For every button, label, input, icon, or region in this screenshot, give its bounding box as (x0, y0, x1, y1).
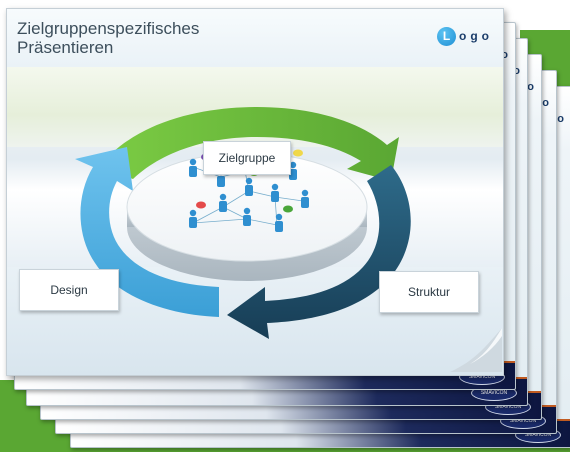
label-design: Design (19, 269, 119, 311)
cycle-diagram (75, 107, 411, 339)
speech-bubble-icon (196, 201, 206, 209)
label-struktur: Struktur (379, 271, 479, 313)
person-icon (289, 161, 297, 180)
person-icon (243, 207, 251, 226)
person-icon (245, 177, 253, 196)
person-icon (271, 183, 279, 202)
speech-bubble-icon (293, 149, 303, 157)
logo-text: ogo (459, 29, 493, 43)
page-curl (450, 328, 502, 372)
person-icon (301, 189, 309, 208)
label-zielgruppe: Zielgruppe (203, 141, 291, 175)
green-cycle-arrow (99, 107, 399, 181)
slide-header: Zielgruppenspezifisches Präsentieren L o… (7, 9, 503, 68)
slide-body: Zielgruppe Design Struktur (7, 67, 503, 375)
logo: L ogo (437, 25, 493, 47)
logo-circle-icon: L (437, 26, 456, 46)
slide-title: Zielgruppenspezifisches Präsentieren (17, 19, 200, 57)
speech-bubble-icon (283, 205, 293, 213)
person-icon (189, 209, 197, 228)
person-icon (219, 193, 227, 212)
dark-blue-cycle-arrow (227, 165, 411, 339)
person-icon (189, 158, 197, 177)
person-icon (275, 213, 283, 232)
main-slide: Zielgruppenspezifisches Präsentieren L o… (6, 8, 504, 376)
